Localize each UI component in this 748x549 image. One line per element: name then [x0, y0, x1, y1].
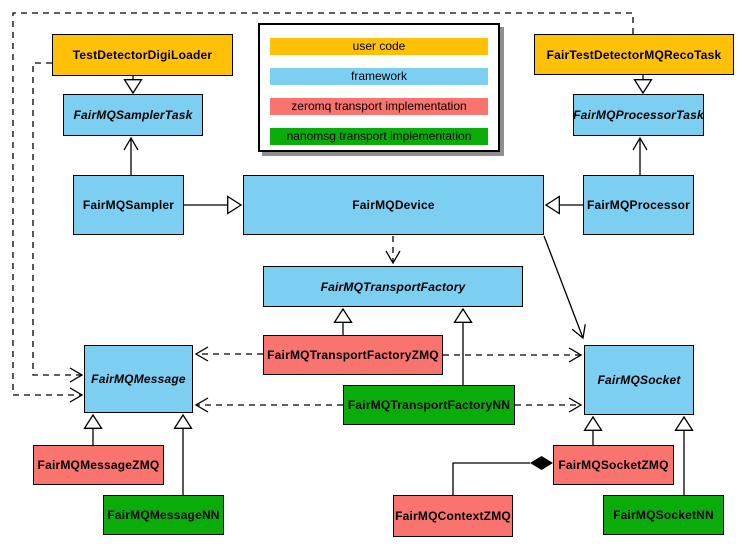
class-testdetectordigiloader: TestDetectorDigiLoader [52, 34, 233, 76]
class-fairtestdetectormqrecotask: FairTestDetectorMQRecoTask [534, 34, 734, 75]
association-device-to-socket [543, 235, 583, 338]
class-fairmqprocessor: FairMQProcessor [583, 175, 694, 235]
dependency-digiloader-to-message [32, 62, 82, 375]
class-fairmqmessage: FairMQMessage [84, 345, 193, 413]
composition-context-to-socketzmq-line [452, 462, 530, 495]
class-fairmqmessagenn: FairMQMessageNN [103, 495, 224, 535]
class-fairmqsamplertask: FairMQSamplerTask [63, 94, 203, 136]
class-fairmqtransportfactoryzmq: FairMQTransportFactoryZMQ [263, 335, 443, 375]
class-fairmqdevice: FairMQDevice [243, 175, 544, 235]
class-fairmqtransportfactory: FairMQTransportFactory [263, 266, 523, 307]
legend-item-user-code: user code [270, 38, 488, 55]
class-fairmqsampler: FairMQSampler [73, 175, 184, 235]
legend-item-nanomsg: nanomsg transport implementation [270, 128, 488, 145]
legend-item-zeromq: zeromq transport implementation [270, 98, 488, 115]
class-fairmqtransportfactorynn: FairMQTransportFactoryNN [343, 385, 515, 425]
class-fairmqsocketzmq: FairMQSocketZMQ [553, 445, 674, 485]
class-fairmqprocessortask: FairMQProcessorTask [573, 94, 704, 136]
dependency-recotask-to-message [12, 12, 634, 395]
legend-item-framework: framework [270, 68, 488, 85]
class-fairmqsocketnn: FairMQSocketNN [603, 495, 724, 535]
class-fairmqcontextzmq: FairMQContextZMQ [393, 495, 513, 537]
legend-box: user code framework zeromq transport imp… [258, 23, 500, 152]
composition-diamond-icon [530, 456, 553, 470]
class-fairmqsocket: FairMQSocket [584, 345, 694, 415]
class-fairmqmessagezmq: FairMQMessageZMQ [33, 445, 164, 485]
